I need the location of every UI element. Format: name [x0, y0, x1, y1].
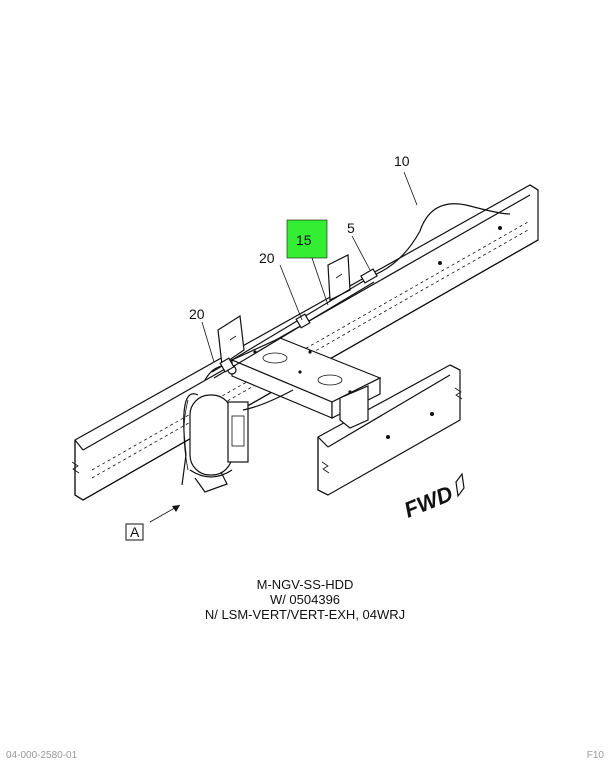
fwd-arrow-icon [455, 472, 465, 498]
callout-20-lower[interactable]: 20 [189, 306, 205, 322]
mounting-brackets [217, 254, 351, 367]
callout-10[interactable]: 10 [394, 153, 410, 169]
rail-hole [498, 226, 502, 230]
leader-lines [149, 171, 418, 523]
rail-hole [386, 435, 390, 439]
footer-left: 04-000-2580-01 [6, 750, 78, 761]
footer-right: F10 [586, 750, 604, 761]
tubing [211, 203, 511, 411]
callout-5[interactable]: 5 [347, 220, 355, 236]
right-frame-rail [317, 364, 463, 496]
fwd-label: FWD [401, 481, 457, 523]
view-a-box [125, 523, 144, 541]
callout-20-upper[interactable]: 20 [259, 250, 275, 266]
tank-assembly [181, 364, 249, 493]
rail-hole [430, 412, 434, 416]
callout-15[interactable]: 15 [296, 232, 312, 248]
highlight-box [286, 219, 328, 259]
caption-line-3: N/ LSM-VERT/VERT-EXH, 04WRJ [204, 607, 406, 622]
view-a-label[interactable]: A [130, 524, 140, 540]
caption-line-2: W/ 0504396 [269, 592, 341, 607]
rail-hole [438, 261, 442, 265]
caption-line-1: M-NGV-SS-HDD [256, 577, 354, 592]
crossmember [230, 337, 382, 429]
fwd-indicator: FWD [401, 472, 465, 523]
